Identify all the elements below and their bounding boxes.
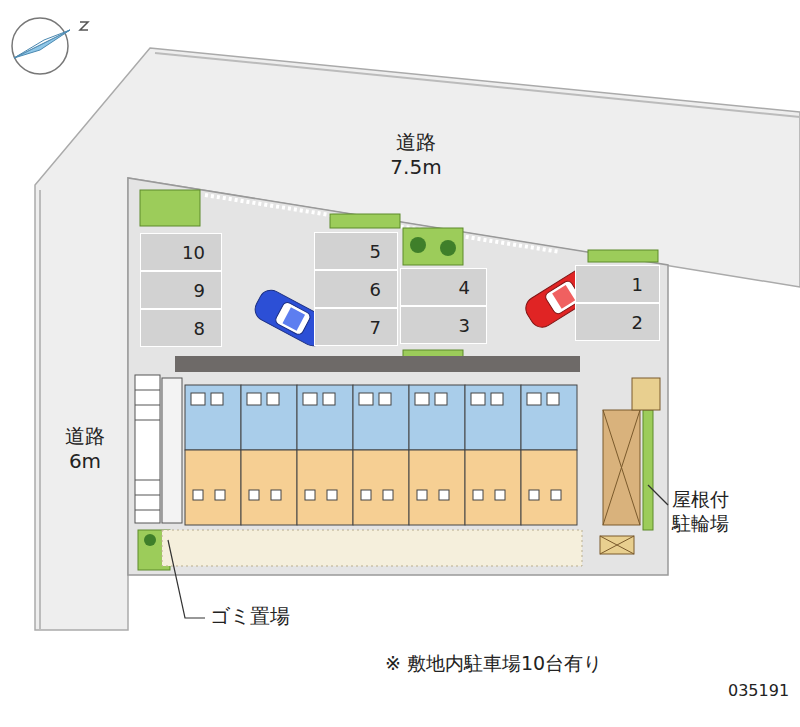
apartment-unit (241, 385, 297, 525)
space-number: 4 (459, 277, 470, 298)
parking-space: 5 (314, 232, 398, 270)
road-label: 道路 7.5m (385, 130, 447, 180)
leader-line (648, 485, 668, 505)
space-number: 5 (370, 241, 381, 262)
facility-label: 屋根付 駐輪場 (672, 488, 744, 536)
apartment-unit (409, 385, 465, 525)
space-number: 8 (194, 318, 205, 339)
apartment-unit (297, 385, 353, 525)
parking-space: 1 (575, 265, 660, 303)
parking-space: 10 (140, 233, 222, 271)
apartment-unit (521, 385, 577, 525)
space-number: 3 (459, 315, 470, 336)
leader-line (168, 540, 205, 618)
parking-lot (128, 178, 668, 575)
compass (12, 18, 88, 74)
facility-label: ゴミ置場 (210, 604, 320, 629)
apartment-unit (185, 385, 241, 525)
space-number: 2 (632, 312, 643, 333)
space-number: 9 (194, 280, 205, 301)
road-label: 道路 6m (58, 424, 112, 474)
parking-space: 6 (314, 270, 398, 308)
space-number: 1 (632, 274, 643, 295)
apartment-unit (353, 385, 409, 525)
parking-space: 8 (140, 309, 222, 347)
space-number: 6 (370, 279, 381, 300)
parking-space: 7 (314, 308, 398, 346)
note: ※ 敷地内駐車場10台有り (385, 652, 765, 676)
id-number: 035191 (728, 681, 794, 701)
space-number: 7 (370, 317, 381, 338)
parking-space: 4 (400, 268, 487, 306)
parking-space: 9 (140, 271, 222, 309)
space-number: 10 (182, 242, 205, 263)
parking-space: 3 (400, 306, 487, 344)
parking-space: 2 (575, 303, 660, 341)
road (35, 48, 800, 630)
apartment-unit (465, 385, 521, 525)
